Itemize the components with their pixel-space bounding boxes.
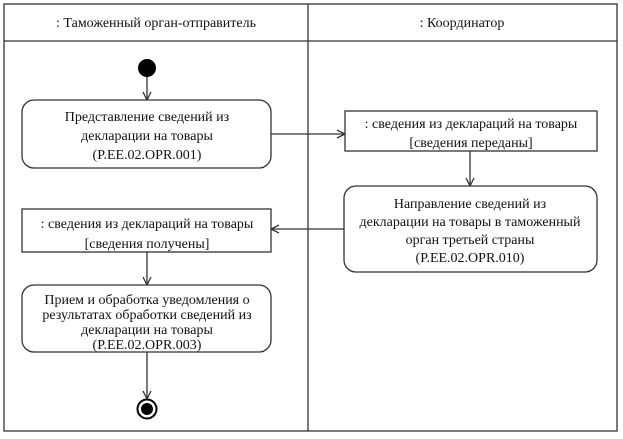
object1-name: : сведения из деклараций на товары <box>365 117 578 132</box>
action1-line: декларации на товары <box>81 129 213 144</box>
action2-code: (P.EE.02.OPR.010) <box>416 251 525 266</box>
action2-line: декларации на товары в таможенный <box>360 215 581 230</box>
object2-state: [сведения получены] <box>85 237 210 252</box>
object2-name: : сведения из деклараций на товары <box>41 217 254 232</box>
action1-line: Представление сведений из <box>65 110 230 125</box>
action3-line: декларации на товары <box>81 323 213 338</box>
object-node-1: : сведения из деклараций на товары [свед… <box>344 110 598 152</box>
action3-line: Прием и обработка уведомления о <box>44 293 249 308</box>
action-node-2: Направление сведений из декларации на то… <box>343 185 598 273</box>
initial-node <box>138 59 156 77</box>
lane-title-sender: : Таможенный орган-отправитель <box>56 16 256 31</box>
action2-line: орган третьей страны <box>406 233 535 248</box>
action-node-3: Прием и обработка уведомления о результа… <box>21 284 272 353</box>
action1-code: (P.EE.02.OPR.001) <box>93 148 202 163</box>
lane-title-coordinator: : Координатор <box>420 16 505 31</box>
object-node-2: : сведения из деклараций на товары [свед… <box>21 208 272 253</box>
action3-code: (P.EE.02.OPR.003) <box>93 338 202 353</box>
action3-line: результатах обработки сведений из <box>42 308 252 323</box>
action2-line: Направление сведений из <box>394 197 547 212</box>
final-node <box>136 398 158 420</box>
object1-state: [сведения переданы] <box>409 136 532 151</box>
action-node-1: Представление сведений из декларации на … <box>21 99 272 169</box>
